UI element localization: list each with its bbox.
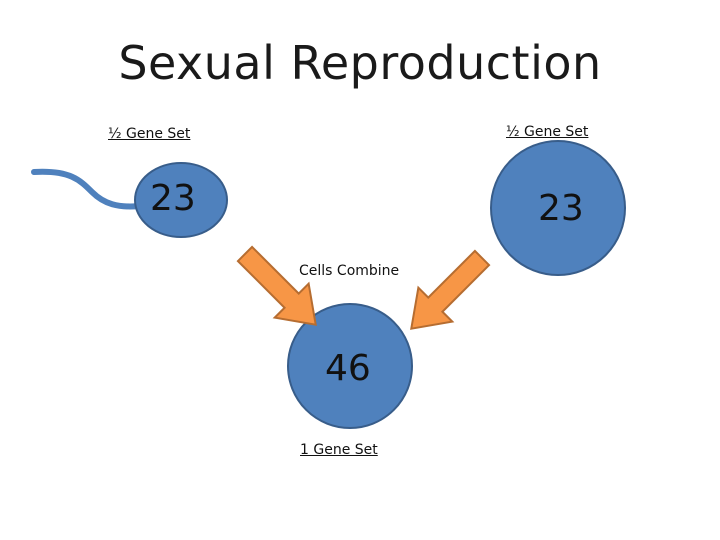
right-arrow [410,249,491,330]
egg-cell [490,140,626,276]
zygote-chromosome-count: 46 [325,348,371,389]
left-arrow [236,245,317,326]
sperm-tail [31,168,143,210]
zygote-cell [287,303,413,429]
bottom-gene-set-label: 1 Gene Set [300,442,378,458]
left-gene-set-label: ½ Gene Set [108,126,191,142]
sperm-cell [134,162,228,238]
slide-title: Sexual Reproduction [118,36,602,90]
right-gene-set-label: ½ Gene Set [506,124,589,140]
sperm-chromosome-count: 23 [150,178,196,219]
cells-combine-label: Cells Combine [299,263,400,279]
egg-chromosome-count: 23 [538,188,584,229]
